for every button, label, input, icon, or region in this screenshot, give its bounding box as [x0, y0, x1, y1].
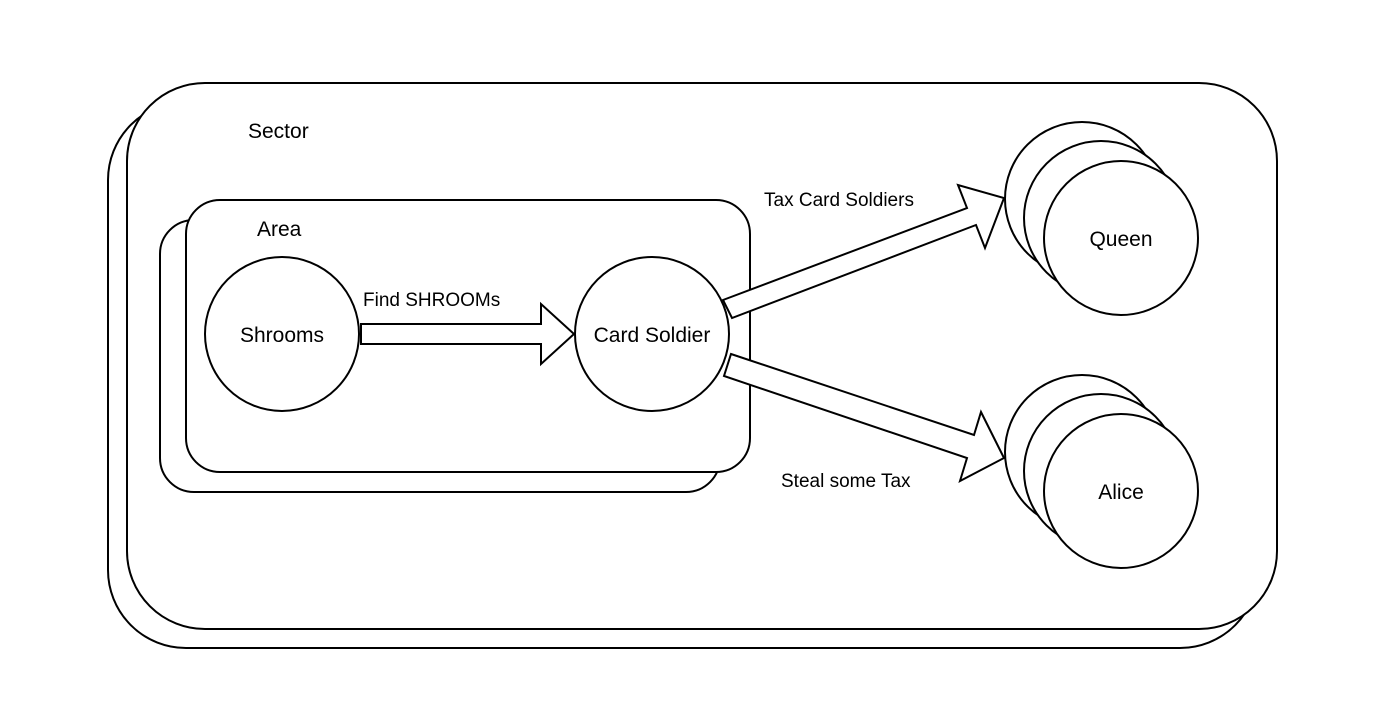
queen-circle-front — [1043, 160, 1199, 316]
steal-some-tax-arrow-shape — [722, 352, 1006, 483]
find-shrooms-arrow: Find SHROOMs — [360, 290, 576, 367]
shrooms-node: Shrooms — [204, 256, 360, 412]
area-label: Area — [257, 218, 302, 241]
steal-some-tax-label: Steal some Tax — [781, 471, 911, 492]
card-soldier-circle — [574, 256, 730, 412]
queen-node: Queen — [1004, 121, 1199, 316]
alice-label: Alice — [1098, 481, 1144, 504]
alice-circle-front — [1043, 413, 1199, 569]
card-soldier-label: Card Soldier — [594, 324, 711, 347]
find-shrooms-label: Find SHROOMs — [363, 290, 500, 311]
find-shrooms-arrow-shape — [360, 301, 576, 367]
shrooms-label: Shrooms — [240, 324, 324, 347]
shrooms-circle — [204, 256, 360, 412]
tax-card-soldiers-arrow: Tax Card Soldiers — [721, 183, 1006, 320]
queen-label: Queen — [1089, 228, 1152, 251]
tax-card-soldiers-label: Tax Card Soldiers — [764, 190, 914, 211]
card-soldier-node: Card Soldier — [574, 256, 730, 412]
alice-node: Alice — [1004, 374, 1199, 569]
steal-some-tax-arrow: Steal some Tax — [722, 352, 1006, 492]
tax-card-soldiers-arrow-shape — [721, 183, 1006, 320]
sector-label: Sector — [248, 120, 309, 143]
